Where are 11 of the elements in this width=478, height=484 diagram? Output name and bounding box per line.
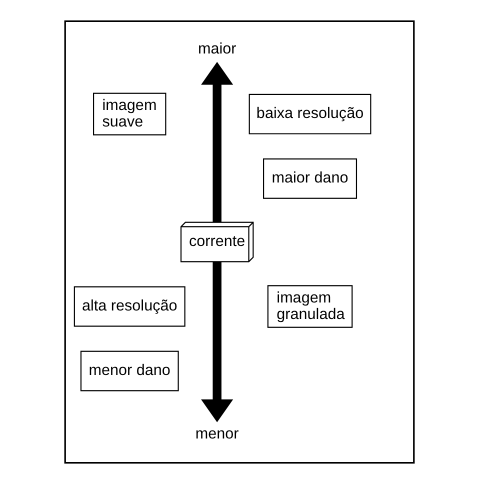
node-box: maior dano: [262, 158, 357, 199]
cluster: [64, 20, 414, 464]
node-box: baixa resolução: [248, 94, 371, 134]
node-text: menor: [194, 425, 238, 442]
arrow: [200, 262, 233, 422]
arrow: [200, 62, 233, 222]
node-box: imagem granulada: [266, 285, 352, 328]
node-box: alta resolução: [73, 286, 185, 327]
node-text: maior: [197, 40, 236, 58]
node-box: menor dano: [80, 350, 178, 392]
node-box: imagem suave: [92, 92, 166, 136]
